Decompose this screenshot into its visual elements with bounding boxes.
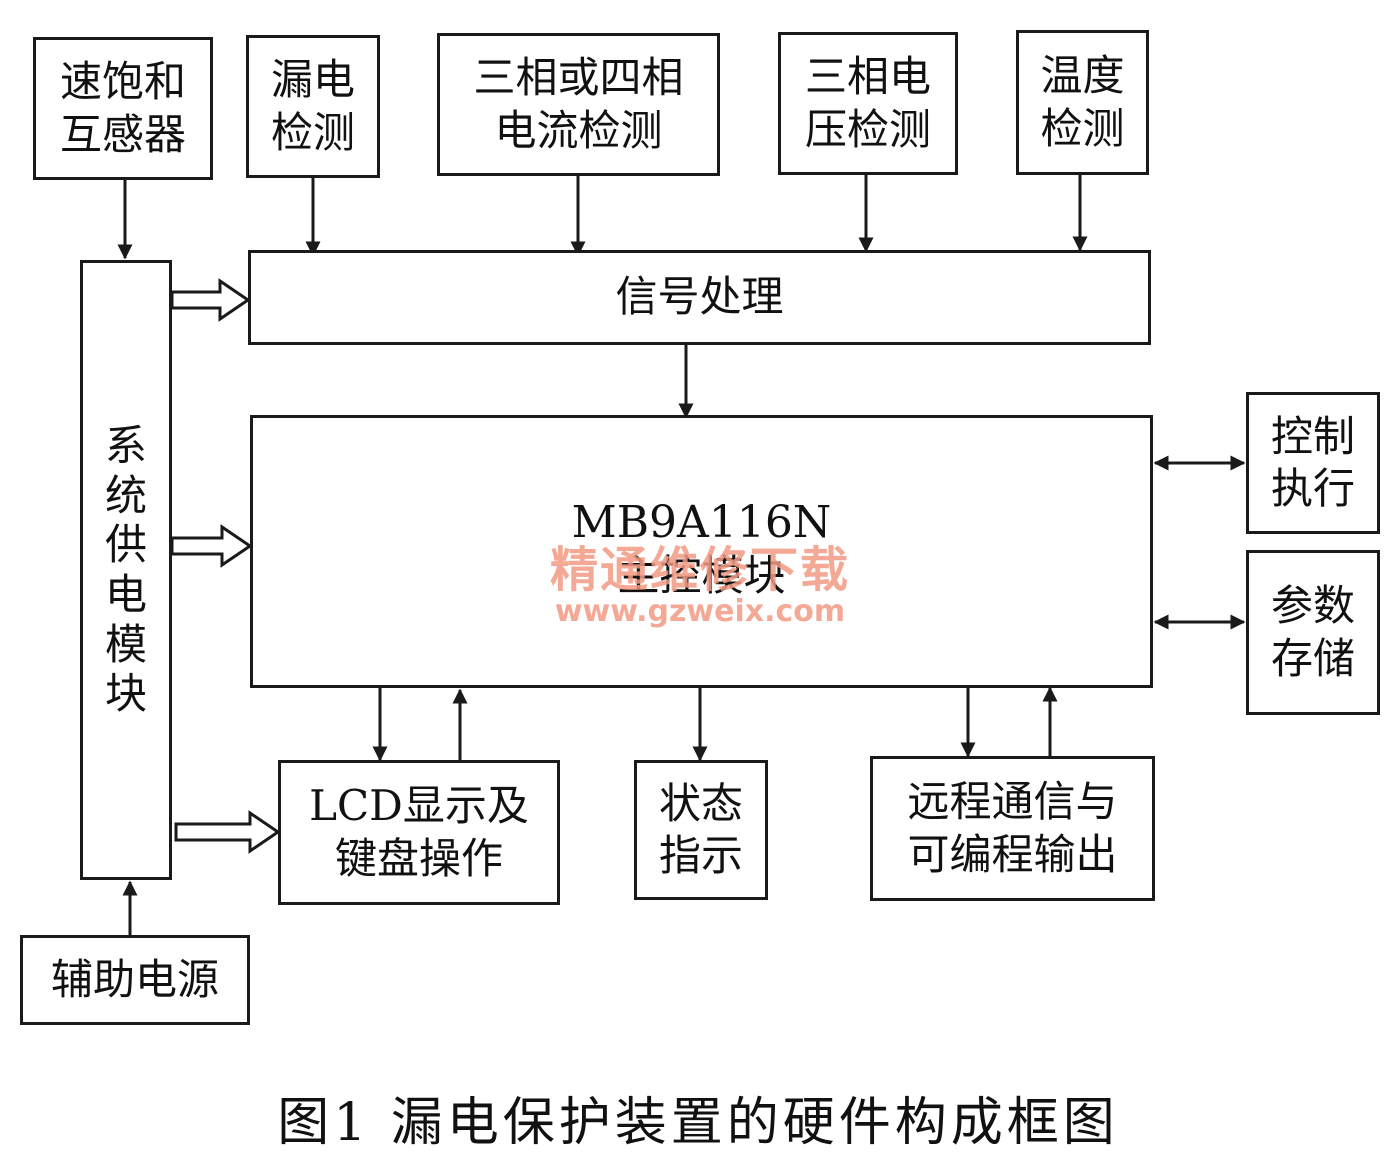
watermark-text: 精通维修下载 bbox=[549, 542, 850, 598]
signal-processing-label: 信号处理 bbox=[615, 272, 784, 322]
watermark: 精通维修下载 www.gzweix.com bbox=[520, 530, 880, 629]
control-exec-label: 控制 执行 bbox=[1270, 411, 1355, 514]
current-detect-label: 三相或四相 电流检测 bbox=[473, 53, 684, 155]
status-indicator-block: 状态 指示 bbox=[634, 760, 768, 900]
lcd-keyboard-block: LCD显示及 键盘操作 bbox=[278, 760, 560, 905]
control-exec-block: 控制 执行 bbox=[1246, 392, 1380, 534]
voltage-detect-block: 三相电 压检测 bbox=[778, 32, 958, 175]
power-arrow-to-signal bbox=[170, 278, 251, 322]
remote-comm-block: 远程通信与 可编程输出 bbox=[870, 756, 1155, 901]
mcu-model-label: MB9A116N bbox=[571, 496, 832, 548]
watermark-url: www.gzweix.com bbox=[554, 594, 846, 629]
aux-power-block: 辅助电源 bbox=[20, 935, 250, 1025]
mcu-main-label: 主控模块 bbox=[617, 550, 786, 600]
power-arrow-to-lcd bbox=[174, 810, 281, 854]
sat-transformer-label: 速饱和 互感器 bbox=[59, 57, 186, 159]
voltage-detect-label: 三相电 压检测 bbox=[804, 52, 931, 154]
figure-caption: 图1 漏电保护装置的硬件构成框图 bbox=[277, 1093, 1119, 1153]
signal-processing-block: 信号处理 bbox=[248, 250, 1151, 345]
param-storage-block: 参数 存储 bbox=[1246, 550, 1380, 715]
param-storage-label: 参数 存储 bbox=[1270, 581, 1355, 683]
aux-power-label: 辅助电源 bbox=[50, 954, 219, 1004]
leakage-detect-block: 漏电 检测 bbox=[246, 35, 380, 178]
lcd-keyboard-label: LCD显示及 键盘操作 bbox=[309, 781, 529, 883]
power-module-block: 系 统 供 电 模 块 bbox=[80, 260, 172, 880]
status-indicator-label: 状态 指示 bbox=[658, 778, 743, 881]
power-arrow-to-mcu bbox=[170, 524, 253, 568]
current-detect-block: 三相或四相 电流检测 bbox=[437, 33, 720, 176]
power-module-label: 系 统 供 电 模 块 bbox=[104, 421, 147, 719]
temp-detect-block: 温度 检测 bbox=[1016, 30, 1149, 175]
temp-detect-label: 温度 检测 bbox=[1040, 51, 1125, 153]
remote-comm-label: 远程通信与 可编程输出 bbox=[907, 777, 1118, 879]
mcu-block: MB9A116N 主控模块 bbox=[250, 415, 1153, 688]
sat-transformer-block: 速饱和 互感器 bbox=[33, 37, 213, 180]
leakage-detect-label: 漏电 检测 bbox=[270, 55, 355, 157]
